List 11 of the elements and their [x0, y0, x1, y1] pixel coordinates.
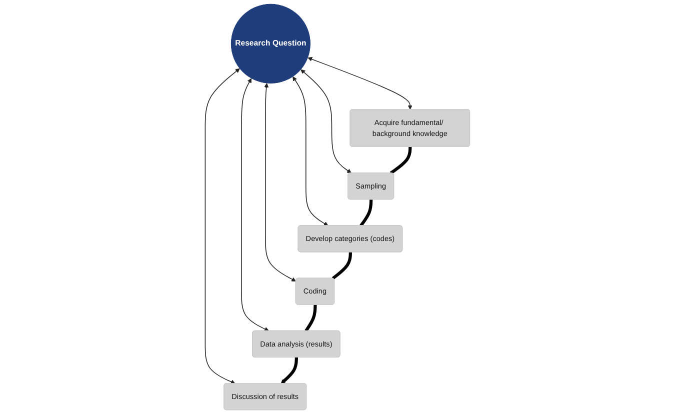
arrow [308, 57, 412, 110]
connector [304, 304, 317, 332]
arrow [264, 83, 296, 282]
arrow [300, 69, 352, 174]
arrow [292, 76, 328, 226]
arrow [204, 68, 240, 384]
arrow [241, 78, 270, 332]
connector [360, 200, 373, 227]
connector [390, 146, 412, 174]
arrow [280, 357, 298, 384]
connector [332, 252, 352, 280]
